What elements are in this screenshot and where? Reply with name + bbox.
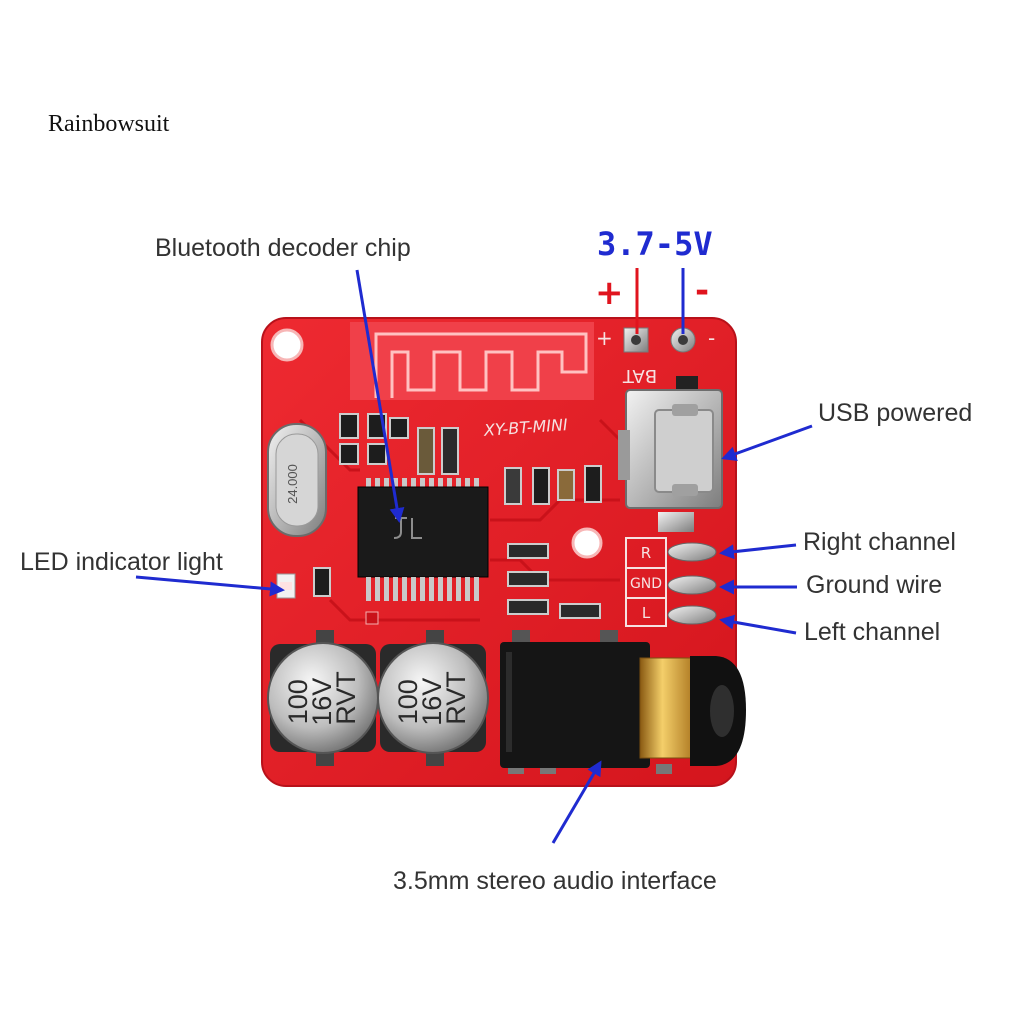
pad-label-ground: GND — [630, 576, 662, 592]
micro-usb-port — [618, 389, 723, 532]
callout-usb-powered: USB powered — [818, 399, 972, 427]
crystal-oscillator: 24.000 — [267, 423, 327, 537]
capacitor-left-brand: RVT — [331, 671, 361, 725]
callout-bluetooth-chip: Bluetooth decoder chip — [155, 234, 411, 262]
antenna-trace — [374, 332, 588, 398]
bluetooth-decoder-chip — [357, 478, 489, 601]
arrow-usb-powered — [721, 424, 813, 461]
capacitor-right-brand: RVT — [441, 671, 471, 725]
callout-led-indicator: LED indicator light — [20, 548, 223, 576]
positive-terminal-mark: + — [595, 273, 624, 313]
arrow-led-indicator — [135, 575, 285, 597]
arrow-left-channel — [719, 614, 797, 635]
svg-text:100 16V RVT: 100 16V RVT — [283, 670, 361, 726]
pcb-board: XY-BT-MINI + - BAT 24.000 — [261, 317, 746, 787]
chip-pins-bottom — [366, 577, 479, 601]
negative-terminal-mark: - — [695, 271, 709, 311]
pad-label-left: L — [642, 604, 651, 622]
voltage-range-label: 3.7-5V — [597, 225, 713, 263]
arrow-bluetooth-chip — [355, 269, 405, 523]
pad-label-right: R — [641, 544, 651, 562]
board-plus-mark: + — [596, 326, 613, 350]
arrow-right-channel — [719, 543, 797, 560]
smd-components — [339, 413, 602, 625]
led-indicator — [276, 567, 331, 599]
arrow-audio-interface — [551, 760, 602, 844]
capacitor-right-value: 100 — [393, 679, 423, 724]
crystal-frequency-label: 24.000 — [285, 464, 300, 504]
smd-component — [676, 376, 698, 390]
capacitor-left-voltage: 16V — [307, 678, 337, 726]
audio-jack-3-5mm — [500, 630, 746, 774]
callout-ground-wire: Ground wire — [806, 571, 942, 599]
capacitor-right: 100 16V RVT — [377, 630, 489, 766]
pad-right — [667, 542, 717, 562]
battery-pin-negative — [670, 327, 696, 353]
chip-pins-top — [366, 478, 479, 488]
board-minus-mark: - — [708, 326, 715, 350]
watermark-text: Rainbowsuit — [48, 111, 170, 137]
audio-output-pads: R GND L — [625, 537, 717, 627]
chip-body — [357, 486, 489, 578]
svg-text:100 16V RVT: 100 16V RVT — [393, 670, 471, 726]
capacitor-left-value: 100 — [283, 679, 313, 724]
callout-audio-interface: 3.5mm stereo audio interface — [393, 867, 717, 895]
capacitor-left: 100 16V RVT — [267, 630, 379, 766]
mounting-hole-center — [571, 527, 603, 559]
mounting-hole-top-left — [270, 328, 304, 362]
callout-left-channel: Left channel — [804, 618, 940, 646]
pad-ground — [667, 575, 717, 595]
board-bat-label: BAT — [622, 365, 657, 386]
capacitor-right-voltage: 16V — [417, 678, 447, 726]
pad-left — [667, 605, 717, 625]
callout-right-channel: Right channel — [803, 528, 956, 556]
